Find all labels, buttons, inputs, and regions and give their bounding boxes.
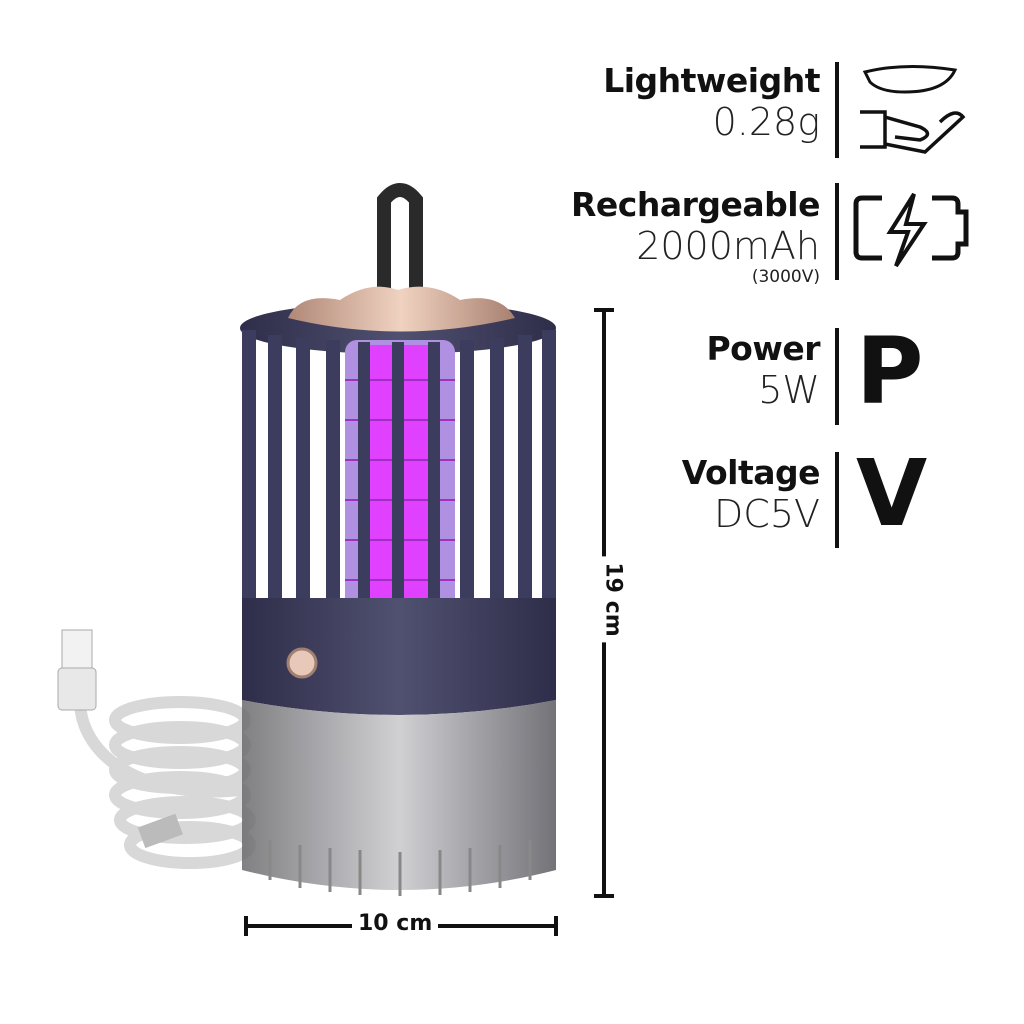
power-letter-icon: P bbox=[856, 318, 924, 425]
divider bbox=[835, 62, 839, 158]
divider bbox=[835, 183, 839, 280]
spec-title: Rechargeable bbox=[571, 185, 820, 224]
spec-voltage: Voltage DC5V bbox=[681, 453, 821, 537]
spec-note: (3000V) bbox=[751, 267, 820, 287]
spec-value: DC5V bbox=[714, 492, 820, 536]
voltage-letter-icon: V bbox=[856, 440, 928, 547]
divider bbox=[835, 328, 839, 425]
hanging-strap bbox=[377, 183, 423, 310]
spec-lightweight: Lightweight 0.28g bbox=[603, 61, 820, 145]
collection-tray bbox=[242, 700, 556, 890]
spec-title: Power bbox=[706, 329, 821, 368]
battery-charging-icon bbox=[853, 192, 969, 268]
cage-bars bbox=[242, 330, 556, 632]
spec-value: 5W bbox=[758, 368, 820, 412]
width-label: 10 cm bbox=[352, 911, 439, 936]
spec-value: 2000mAh bbox=[636, 224, 820, 268]
base-band bbox=[242, 598, 556, 715]
spec-title: Lightweight bbox=[603, 61, 820, 100]
spec-power: Power 5W bbox=[706, 329, 821, 413]
height-label: 19 cm bbox=[600, 556, 626, 643]
power-button bbox=[286, 647, 318, 679]
feather-hand-icon bbox=[860, 64, 966, 154]
dc-plug bbox=[137, 813, 183, 849]
rose-gold-cap bbox=[288, 286, 515, 332]
spec-title: Voltage bbox=[681, 453, 821, 492]
divider bbox=[835, 452, 839, 548]
spec-rechargeable: Rechargeable 2000mAh (3000V) bbox=[571, 185, 820, 287]
spec-value: 0.28g bbox=[712, 100, 820, 144]
